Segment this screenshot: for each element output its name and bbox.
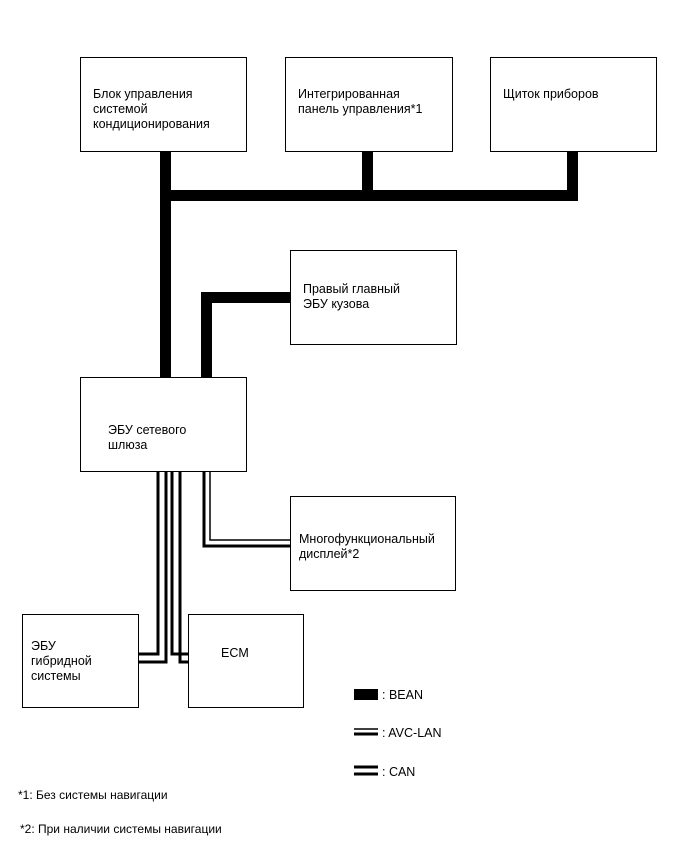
right-main-body-ecu-label: Правый главный ЭБУ кузова — [303, 282, 401, 311]
instrument-cluster-label: Щиток приборов — [503, 87, 599, 101]
footnote-2: *2: При наличии системы навигации — [20, 822, 222, 836]
bean-link-right-body — [201, 292, 212, 380]
integrated-control-panel-label: Интегрированная панель управления*1 — [298, 87, 423, 116]
legend-avc-lan-swatch — [354, 728, 378, 736]
hybrid-system-ecu-box: ЭБУ гибридной системы — [22, 614, 139, 708]
ecm-box: ECM — [188, 614, 304, 708]
multifunction-display-label: Многофункциональный дисплей*2 — [299, 532, 435, 561]
instrument-cluster-box: Щиток приборов — [490, 57, 657, 152]
legend-bean-swatch — [354, 689, 378, 700]
legend-can-label: : CAN — [382, 765, 416, 779]
gateway-ecu-box: ЭБУ сетевого шлюза — [80, 377, 247, 472]
bean-horizontal-bus — [160, 190, 578, 201]
gateway-ecu-label: ЭБУ сетевого шлюза — [108, 423, 187, 452]
hybrid-system-ecu-label: ЭБУ гибридной системы — [31, 639, 92, 683]
bean-bus — [160, 150, 578, 380]
avc-lan-link-display — [202, 470, 291, 548]
bean-drop-instrument-cluster — [567, 150, 578, 195]
legend-swatches — [354, 689, 378, 776]
bean-link-right-body-horizontal — [201, 292, 293, 303]
right-main-body-ecu-box: Правый главный ЭБУ кузова — [290, 250, 457, 345]
legend-can-swatch — [354, 765, 378, 776]
bean-trunk-left — [160, 150, 171, 380]
climate-control-unit-label: Блок управления системой кондиционирован… — [93, 87, 210, 131]
can-link-ecm — [170, 470, 190, 664]
legend-avc-lan-label: : AVC-LAN — [382, 726, 442, 740]
climate-control-unit-box: Блок управления системой кондиционирован… — [80, 57, 247, 152]
bean-drop-integrated-panel — [362, 150, 373, 195]
can-link-hybrid — [138, 470, 168, 664]
ecm-label: ECM — [221, 646, 249, 660]
multifunction-display-box: Многофункциональный дисплей*2 — [290, 496, 456, 591]
legend-bean-label: : BEAN — [382, 688, 423, 702]
integrated-control-panel-box: Интегрированная панель управления*1 — [285, 57, 453, 152]
footnote-1: *1: Без системы навигации — [18, 788, 168, 802]
